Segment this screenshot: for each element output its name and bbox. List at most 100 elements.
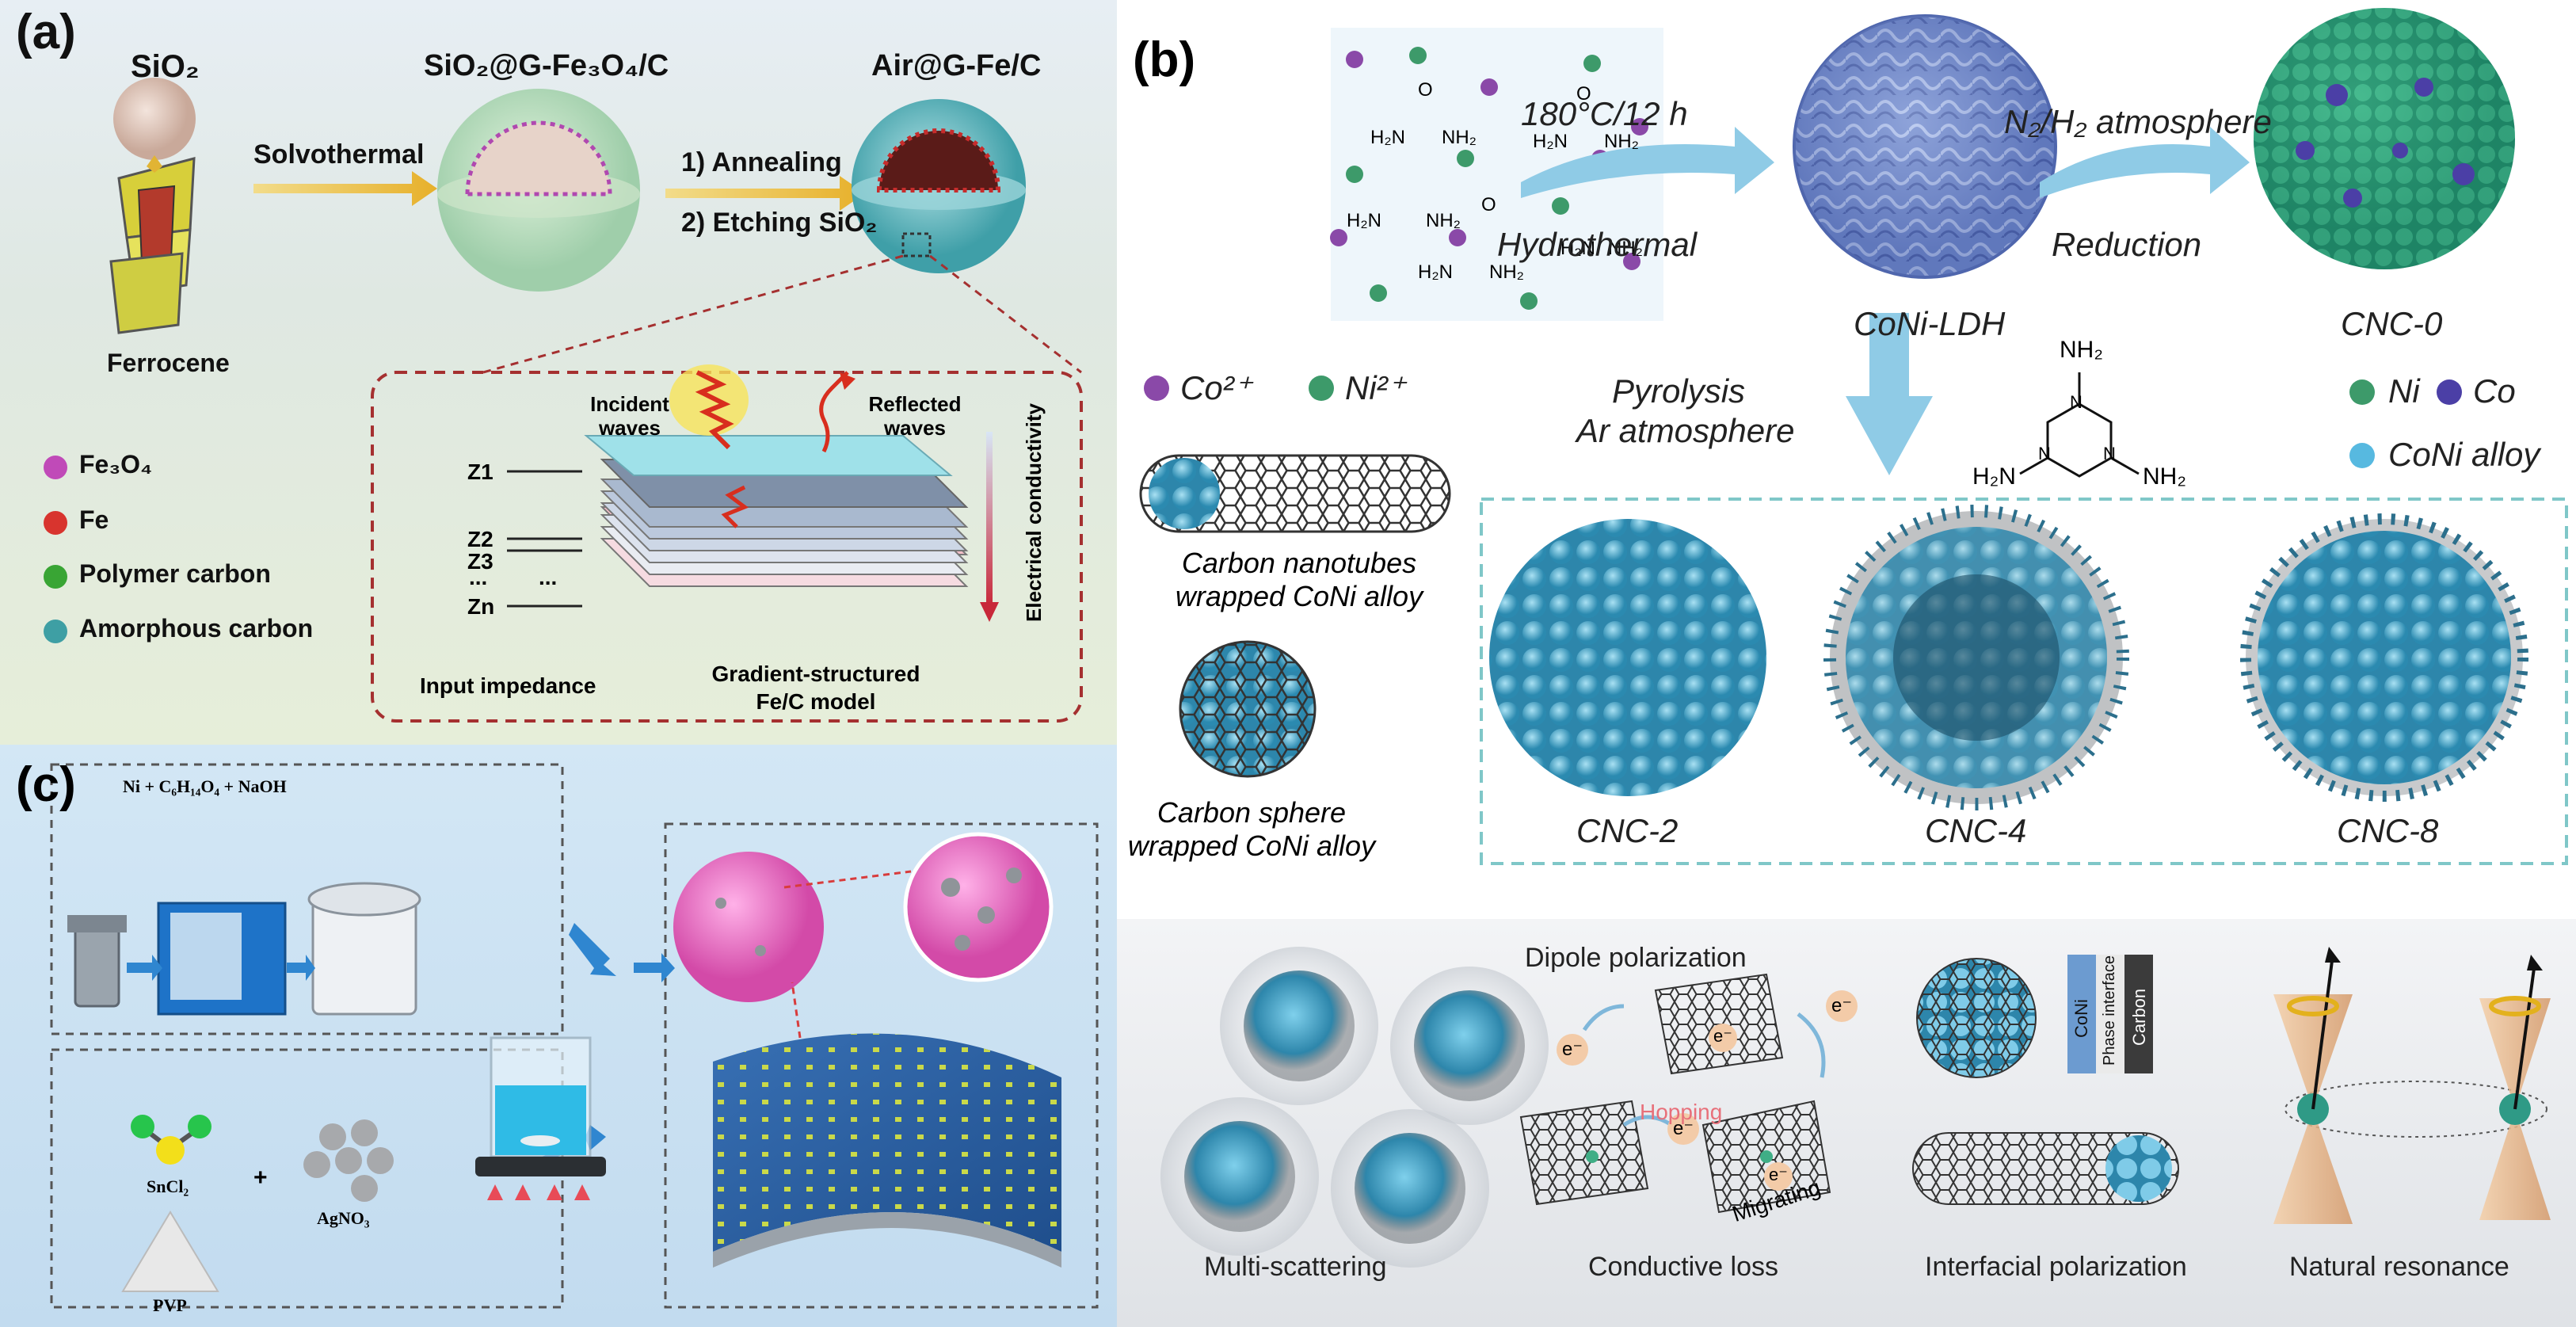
graphene-sheets: [1519, 973, 1831, 1214]
ni2-legend-label: Ni²⁺: [1345, 369, 1405, 406]
z-dots-label: ...: [469, 565, 488, 589]
panel-label-a: (a): [16, 5, 76, 59]
product-label: Air@G-Fe/C: [871, 49, 1042, 82]
legend-fe: Fe: [79, 505, 109, 534]
electron-badge-1: [1557, 1034, 1588, 1066]
cnt-caption-line1: Carbon nanotubes: [1181, 547, 1417, 579]
electron-label-3: e⁻: [1673, 1118, 1694, 1139]
sio2-label: SiO₂: [131, 49, 200, 84]
reduction-label: Reduction: [2052, 226, 2202, 263]
product-box: [664, 822, 1099, 1309]
ferrocene-label: Ferrocene: [107, 349, 230, 377]
melamine-n-1: N: [2070, 392, 2083, 412]
carbon-sphere: [1179, 640, 1317, 778]
panel-a: (a) SiO₂ Ferrocene Solvothermal SiO₂@G-F…: [0, 0, 1117, 745]
electron-label-2: e⁻: [1831, 995, 1853, 1016]
cnc-products-box: [1480, 498, 2568, 865]
pink-sphere-zoom: [903, 832, 1054, 982]
cnc-4-label: CNC-4: [1925, 812, 2027, 849]
urea-o-2: O: [1576, 83, 1591, 105]
cs-caption-line2: wrapped CoNi alloy: [1127, 829, 1376, 862]
conductivity-label: Electrical conductivity: [1022, 403, 1046, 622]
oven: [157, 902, 287, 1016]
urea-nh2-5: NH₂: [1489, 261, 1524, 283]
legend-dot-polymer: [44, 565, 67, 589]
panel-c-graphics: [50, 763, 1099, 1309]
incident-wave: [669, 364, 749, 528]
legend-dot-ni: [2349, 379, 2375, 405]
incident-waves-label: Incident waves: [590, 392, 669, 440]
input-impedance-label: Input impedance: [420, 673, 596, 698]
melamine-nh2-right: NH₂: [2143, 463, 2186, 490]
pink-composite-sphere: [673, 852, 824, 1002]
air-g-fe-c-sphere: [852, 99, 1026, 273]
conductivity-gradient-bar: [986, 432, 993, 606]
ni-legend-label: Ni: [2388, 372, 2420, 410]
panel-b: (b) O H₂N NH₂ O H₂N NH₂ O H₂N NH₂ H₂N NH…: [1117, 0, 2576, 919]
atmosphere-label: N₂/H₂ atmosphere: [2004, 103, 2272, 140]
panel-d: Dipole polarization Hopping Migrating e⁻…: [1117, 919, 2576, 1327]
temperature-label: 180°C/12 h: [1521, 95, 1688, 132]
legend-dot-fe: [44, 511, 67, 535]
dipole-polarization-label: Dipole polarization: [1525, 943, 1747, 973]
pyrolysis-label: Pyrolysis: [1612, 372, 1746, 410]
ar-atmosphere-label: Ar atmosphere: [1576, 412, 1795, 449]
caption-interfacial-polarization: Interfacial polarization: [1925, 1252, 2187, 1282]
urea-nh2-3: NH₂: [1426, 210, 1461, 231]
panel-d-graphics: [1160, 947, 2551, 1268]
legend-dot-co2: [1144, 376, 1169, 401]
layer-stack: [584, 435, 969, 587]
cnc-2-sphere: [1489, 519, 1766, 796]
cnc-8-sphere: [2240, 513, 2528, 802]
freeze-dryer: [307, 882, 421, 1016]
electron-badge-3: [1667, 1113, 1699, 1145]
caption-natural-resonance: Natural resonance: [2289, 1252, 2509, 1282]
legend-polymer-carbon: Polymer carbon: [79, 559, 271, 588]
electron-label-4: e⁻: [1713, 1026, 1732, 1046]
cnt-caption-line2: wrapped CoNi alloy: [1175, 580, 1423, 612]
pvp-powder: [121, 1211, 219, 1292]
reagents-label: Ni + C₆H₁₄O₄ + NaOH: [123, 776, 287, 796]
interfacial-sphere: [1916, 958, 2037, 1078]
co-patches: [2296, 78, 2475, 208]
reduction-arrow: [2040, 127, 2250, 198]
solvothermal-label: Solvothermal: [253, 139, 425, 170]
cnc-2-label: CNC-2: [1576, 812, 1679, 849]
electron-label-5: e⁻: [1769, 1165, 1788, 1184]
legend-dot-amorphous: [44, 620, 67, 643]
sio2-sphere: [113, 78, 196, 160]
electron-badge-2: [1826, 990, 1858, 1022]
zn-label: Zn: [467, 594, 495, 619]
impedance-arrows: [507, 470, 582, 608]
carbon-layer-label: Carbon: [2129, 988, 2149, 1046]
caption-multi-scattering: Multi-scattering: [1204, 1252, 1387, 1282]
agno3-label: AgNO₃: [317, 1208, 370, 1228]
reflected-waves-label: Reflected waves: [868, 392, 962, 440]
melamine-nh2-top: NH₂: [2060, 337, 2103, 363]
urea-nh2-2: NH₂: [1604, 131, 1639, 152]
urea-nh2-1: NH₂: [1442, 127, 1477, 148]
hydrothermal-arrow: [1521, 127, 1774, 198]
beaker-stirrer: [475, 1036, 606, 1200]
legend-dot-ni2: [1309, 376, 1334, 401]
electron-badge-5: [1764, 1162, 1793, 1191]
agno3-particles: [303, 1119, 394, 1202]
legend-amorphous-carbon: Amorphous carbon: [79, 614, 314, 643]
legend-fe3o4: Fe₃O₄: [79, 450, 153, 479]
annealing-label: 1) Annealing: [681, 147, 842, 177]
urea-o-3: O: [1481, 194, 1496, 215]
z3-label: Z3: [467, 549, 493, 574]
carbon-nanotube: [1139, 454, 1451, 533]
urea-h2n-1: H₂N: [1370, 127, 1405, 148]
etching-label: 2) Etching SiO₂: [681, 208, 878, 238]
urea-o-1: O: [1418, 79, 1433, 101]
natural-resonance-cones: [2273, 947, 2551, 1224]
co2-legend-label: Co²⁺: [1180, 369, 1252, 406]
interfacial-nanotube: [1912, 1132, 2179, 1205]
phase-interface-label: Phase interface: [2101, 955, 2118, 1066]
coni-layer-label: CoNi: [2071, 999, 2091, 1038]
cnc-8-label: CNC-8: [2337, 812, 2439, 849]
sio2-g-fe3o4-c-sphere: [437, 89, 640, 292]
co-legend-label: Co: [2473, 372, 2516, 410]
hopping-label: Hopping: [1640, 1100, 1723, 1124]
